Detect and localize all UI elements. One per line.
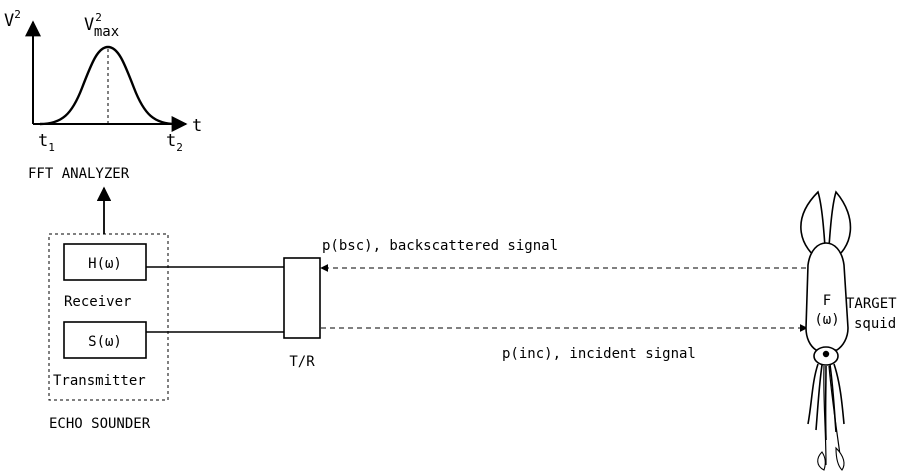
- fft-analyzer-caption: FFT ANALYZER: [28, 166, 130, 182]
- tr-switch-label: T/R: [289, 354, 315, 370]
- tr-switch-box: [283, 257, 321, 339]
- transmitter-box: [63, 321, 147, 359]
- squid-label: squid: [854, 316, 896, 332]
- target-label: TARGET: [846, 296, 897, 312]
- echo-sounder-boundary: [48, 233, 169, 401]
- squid-f-label: F: [823, 293, 831, 309]
- receiver-box-label: H(ω): [88, 256, 122, 272]
- y-axis-label: V2: [4, 8, 21, 31]
- receiver-label: Receiver: [64, 294, 131, 310]
- transmitter-label: Transmitter: [53, 373, 146, 389]
- squid-illustration: [800, 190, 852, 471]
- squid-omega-label: (ω): [814, 312, 839, 328]
- backscattered-signal-label: p(bsc), backscattered signal: [322, 238, 558, 254]
- echo-sounder-caption: ECHO SOUNDER: [49, 416, 151, 432]
- t2-label: t2: [166, 131, 183, 154]
- t1-label: t1: [38, 131, 55, 154]
- signal-curve: [39, 45, 177, 126]
- echo-sounder: H(ω) Receiver S(ω) Transmitter ECHO SOUN…: [48, 233, 169, 432]
- receiver-box: [63, 243, 147, 281]
- incident-signal-label: p(inc), incident signal: [502, 346, 696, 362]
- transmitter-box-label: S(ω): [88, 334, 122, 350]
- x-axis-label: t: [192, 116, 202, 136]
